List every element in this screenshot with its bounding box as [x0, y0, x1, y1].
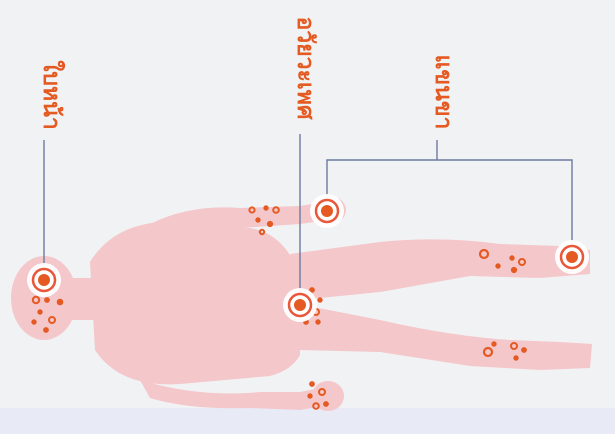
rash-dot	[267, 221, 272, 226]
rash-dot	[45, 298, 50, 303]
rash-dot	[318, 298, 322, 302]
leg-marker	[555, 240, 589, 274]
rash-dot	[324, 402, 329, 407]
rash-dot	[57, 299, 63, 305]
lower-hand	[312, 381, 344, 411]
rash-dot	[38, 310, 42, 314]
limbs-label: แขนขา	[430, 55, 456, 130]
rash-dot	[511, 267, 516, 272]
rash-dot	[510, 256, 514, 260]
rash-dot	[316, 320, 320, 324]
torso	[90, 222, 300, 384]
rash-dot	[496, 264, 500, 268]
rash-dot	[256, 218, 260, 222]
genitals-label: อวัยวะเพศ	[292, 16, 318, 119]
rash-dot	[308, 394, 312, 398]
rash-dot	[522, 348, 527, 353]
rash-dot	[514, 356, 518, 360]
lower-leg	[298, 304, 592, 370]
rash-dot	[310, 382, 315, 387]
genitals-marker	[283, 288, 317, 322]
rash-dot	[264, 206, 268, 210]
limbs-leader-bracket	[327, 160, 572, 246]
face-label: ใบหน้า	[38, 60, 66, 130]
arm-marker	[310, 194, 344, 228]
face-marker	[27, 263, 61, 297]
rash-dot	[32, 320, 36, 324]
rash-dot	[492, 342, 496, 346]
upper-leg	[290, 239, 590, 300]
bottom-band	[0, 408, 615, 434]
rash-dot	[44, 328, 49, 333]
lower-arm	[140, 380, 334, 410]
